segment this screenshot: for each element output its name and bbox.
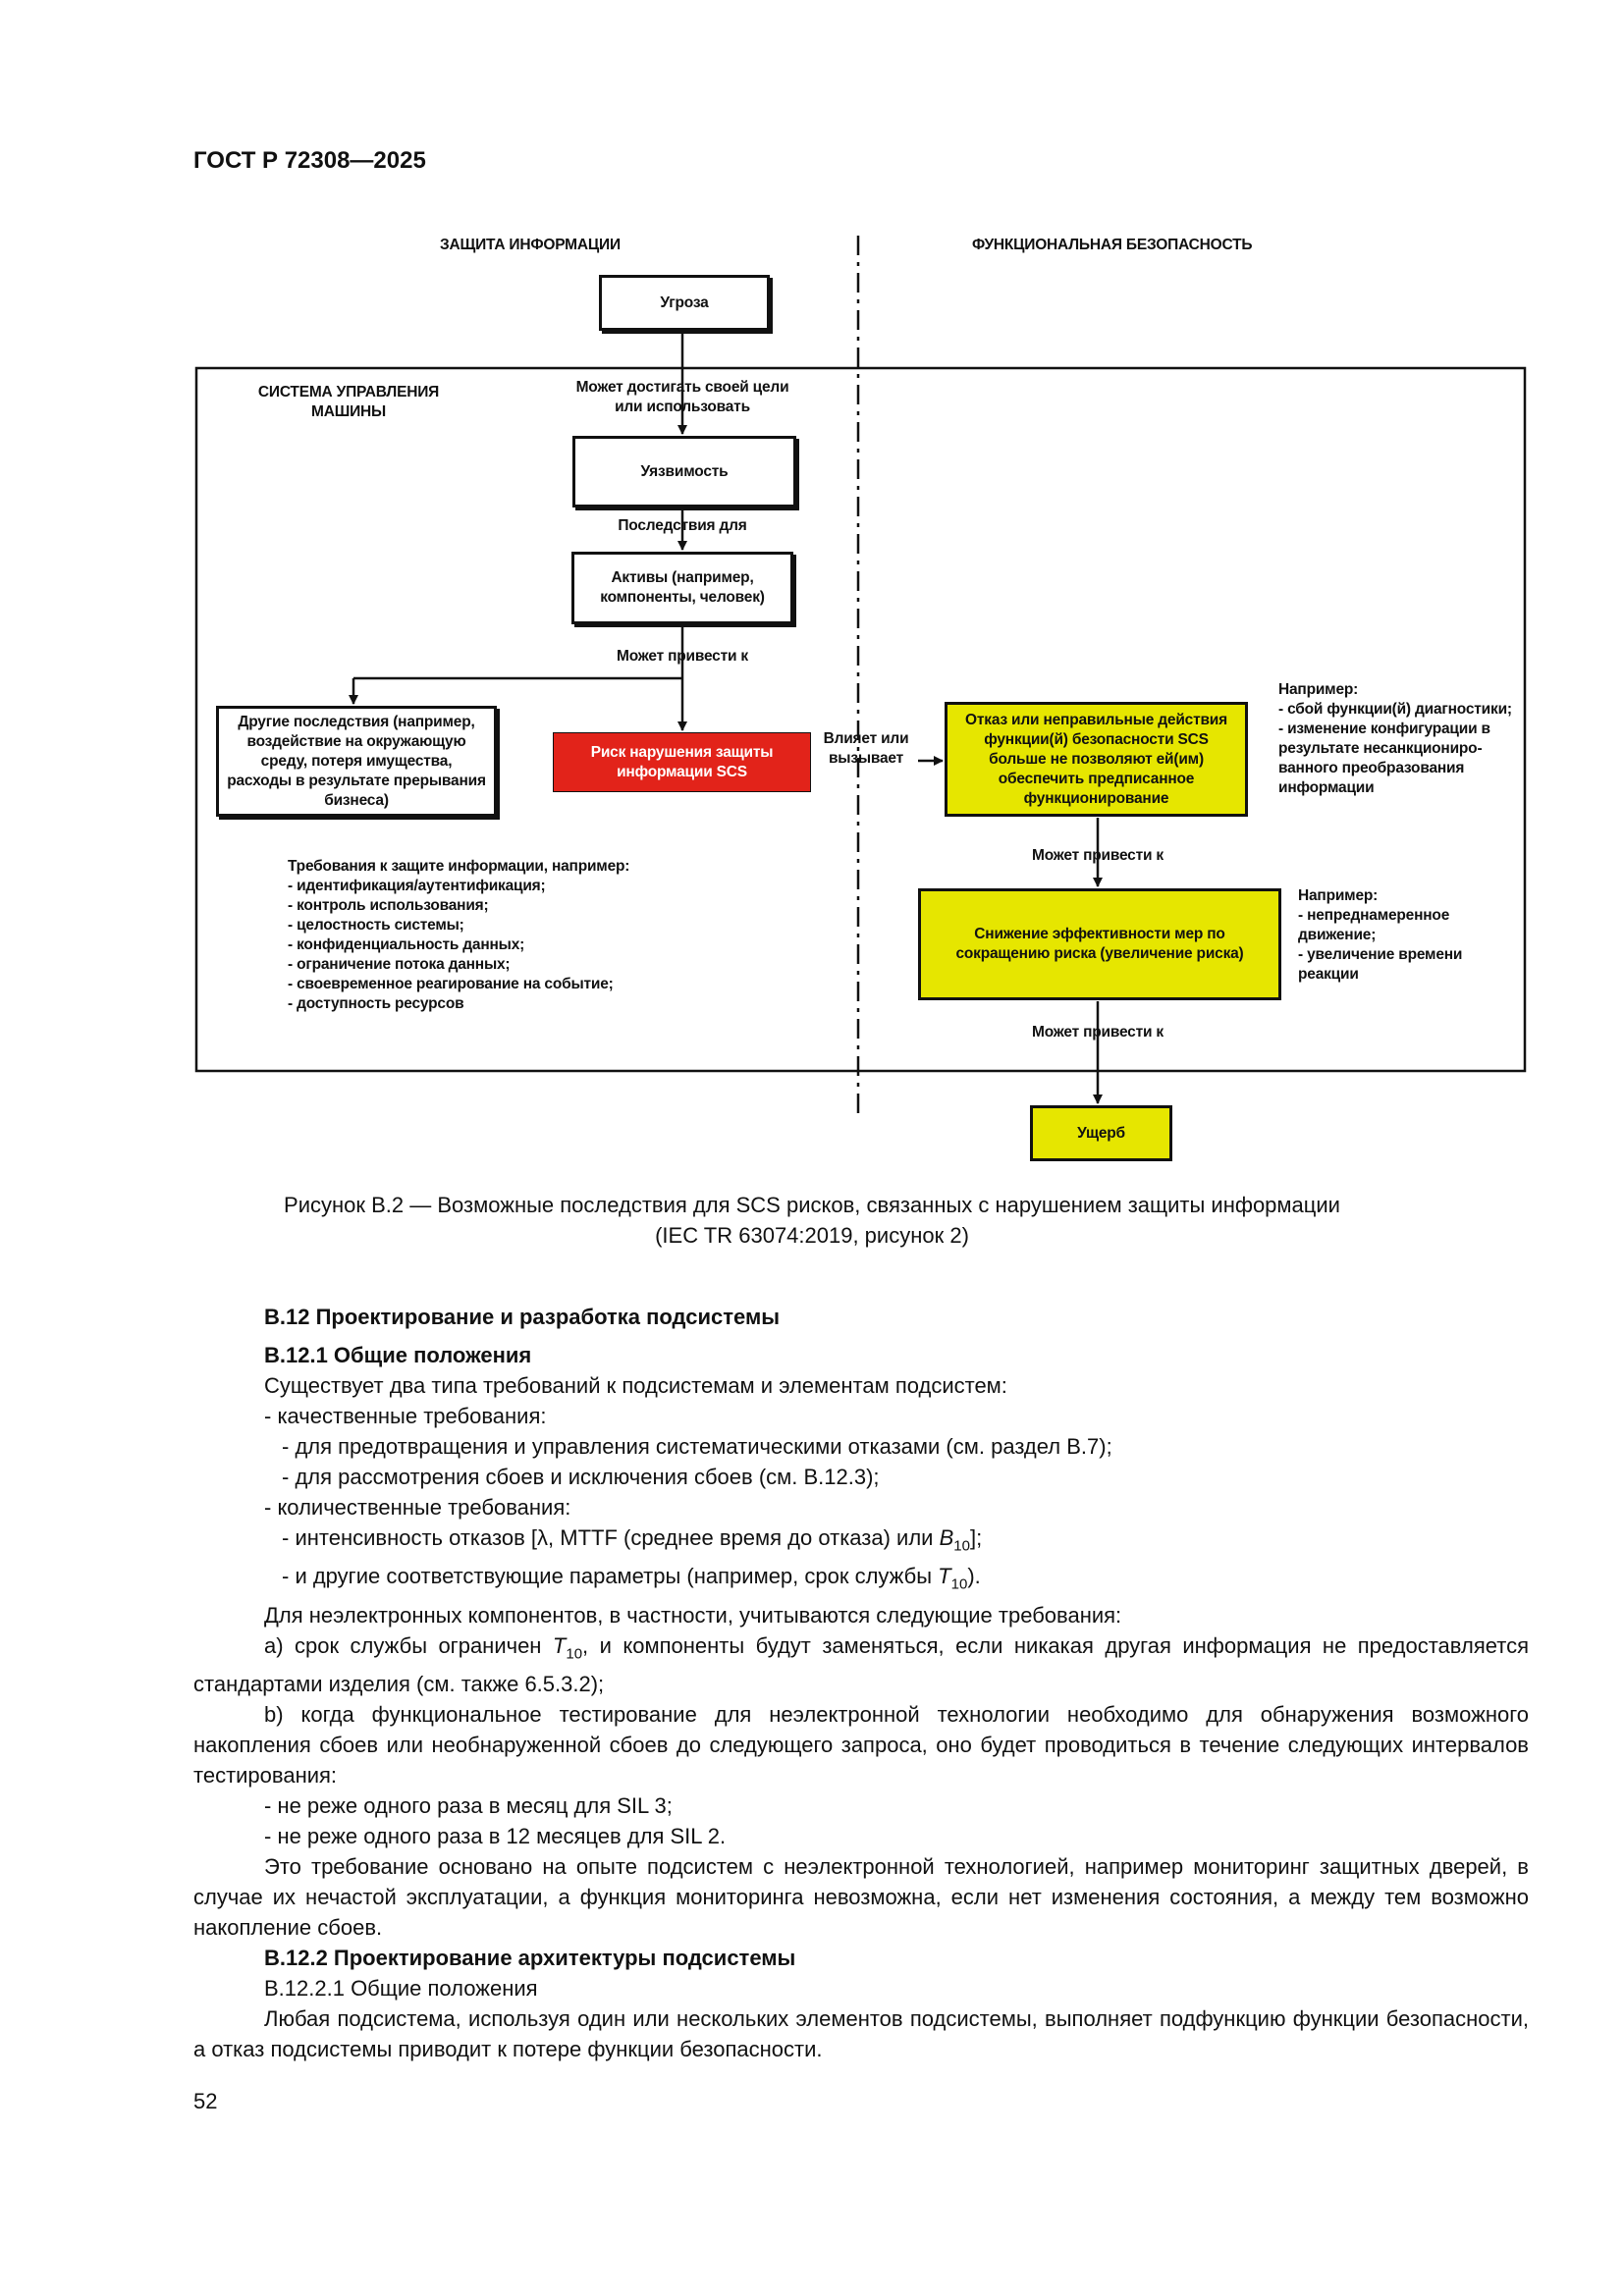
reduction-examples: Например: - непреднамеренное движение; -… xyxy=(1298,887,1463,983)
list-item-quantitative: - количественные требования: xyxy=(264,1495,571,1520)
list-item-other-parameters: - и другие соответствующие параметры (на… xyxy=(282,1564,981,1593)
scs-risk-box: Риск нарушения защиты информации SCS xyxy=(553,732,811,792)
system-label: СИСТЕМА УПРАВЛЕНИЯ МАШИНЫ xyxy=(257,384,440,420)
body-text: В.12 Проектирование и разработка подсист… xyxy=(193,1302,1529,2064)
left-domain-title: ЗАЩИТА ИНФОРМАЦИИ xyxy=(440,237,621,253)
vulnerability-box: Уязвимость xyxy=(572,436,796,507)
paragraph-types: Существует два типа требований к подсист… xyxy=(264,1373,1007,1398)
heading-b12-2-1: В.12.2.1 Общие положения xyxy=(264,1976,538,2002)
failure-examples: Например: - сбой функции(й) диагностики;… xyxy=(1278,681,1512,796)
figure-caption: Рисунок В.2 — Возможные последствия для … xyxy=(193,1190,1431,1251)
caption-line-2: (IEC TR 63074:2019, рисунок 2) xyxy=(655,1223,969,1248)
paragraph-non-electronic: Для неэлектронных компонентов, в частнос… xyxy=(264,1602,1122,1628)
damage-box: Ущерб xyxy=(1030,1105,1172,1161)
threat-label: Угроза xyxy=(660,294,709,311)
edge-label-threat-vulnerability: Может достигать своей цели или использов… xyxy=(575,379,789,415)
scs-risk-label: Риск нарушения защиты информации SCS xyxy=(590,743,774,780)
edge-label-influences: Влияет или вызывает xyxy=(823,730,909,767)
list-item-systematic-failures: - для предотвращения и управления систем… xyxy=(282,1434,1112,1459)
other-consequences-box: Другие последствия (например, воздействи… xyxy=(216,706,497,817)
list-item-sil2: - не реже одного раза в 12 месяцев для S… xyxy=(264,1824,727,1849)
vulnerability-label: Уязвимость xyxy=(640,462,729,480)
edge-label-assets-out: Может привести к xyxy=(617,648,748,665)
heading-b12-1: В.12.1 Общие положения xyxy=(264,1343,532,1367)
edge-label-vulnerability-assets: Последствия для xyxy=(618,517,747,534)
edge-label-reduction-damage: Может привести к xyxy=(1032,1024,1164,1041)
paragraph-subsystem: Любая подсистема, используя один или нес… xyxy=(193,2006,1529,2062)
edge-label-failure-reduction: Может привести к xyxy=(1032,847,1164,864)
diagram-connectors xyxy=(194,236,1527,1119)
damage-label: Ущерб xyxy=(1077,1124,1125,1142)
page-number: 52 xyxy=(193,2089,218,2113)
system-frame xyxy=(194,366,1527,1073)
assets-label: Активы (например, компоненты, человек) xyxy=(600,569,765,606)
heading-b12-2: В.12.2 Проектирование архитектуры подсис… xyxy=(264,1946,796,1971)
risk-reduction-box: Снижение эффективности мер по сокращению… xyxy=(918,888,1281,1000)
assets-box: Активы (например, компоненты, человек) xyxy=(571,552,793,624)
failure-label: Отказ или неправильные действия функции(… xyxy=(965,711,1227,807)
right-domain-title: ФУНКЦИОНАЛЬНАЯ БЕЗОПАСНОСТЬ xyxy=(972,237,1253,253)
risk-reduction-label: Снижение эффективности мер по сокращению… xyxy=(955,926,1244,962)
paragraph-a: a) срок службы ограничен T10, и компонен… xyxy=(193,1632,1529,1697)
caption-line-1: Рисунок В.2 — Возможные последствия для … xyxy=(284,1193,1340,1217)
failure-box: Отказ или неправильные действия функции(… xyxy=(945,702,1248,817)
document-header: ГОСТ Р 72308—2025 xyxy=(193,147,426,174)
paragraph-experience: Это требование основано на опыте подсист… xyxy=(193,1854,1529,1941)
threat-box: Угроза xyxy=(599,275,770,331)
list-item-failure-rate: - интенсивность отказов [λ, MTTF (средне… xyxy=(282,1525,983,1555)
list-item-fault-exclusion: - для рассмотрения сбоев и исключения сб… xyxy=(282,1465,880,1489)
security-requirements-list: Требования к защите информации, например… xyxy=(288,858,630,1012)
heading-b12: В.12 Проектирование и разработка подсист… xyxy=(264,1305,781,1329)
other-consequences-label: Другие последствия (например, воздействи… xyxy=(227,713,486,809)
paragraph-b: b) когда функциональное тестирование для… xyxy=(193,1702,1529,1789)
list-item-qualitative: - качественные требования: xyxy=(264,1404,547,1428)
list-item-sil3: - не реже одного раза в месяц для SIL 3; xyxy=(264,1793,673,1819)
